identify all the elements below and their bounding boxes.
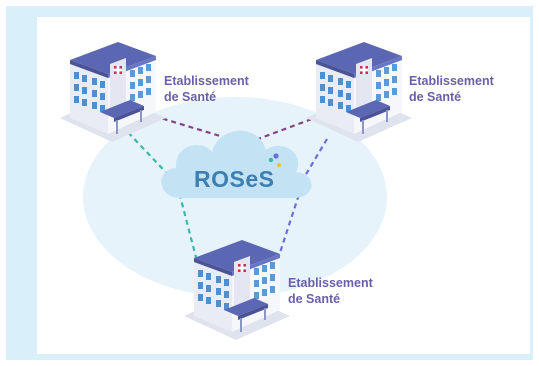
link-left-cloud — [153, 114, 231, 141]
node-label-top-left: Etablissement de Santé — [164, 73, 249, 105]
brand-label: ROSeS — [194, 166, 275, 192]
node-label-bottom: Etablissement de Santé — [288, 275, 373, 307]
link-right-cloud — [257, 114, 321, 141]
node-label-line1: Etablissement — [164, 74, 249, 88]
node-label-line2: de Santé — [409, 90, 462, 104]
link-left-bottom — [121, 125, 201, 270]
node-label-line2: de Santé — [288, 292, 341, 306]
node-label-line1: Etablissement — [409, 74, 494, 88]
node-label-line2: de Santé — [164, 90, 217, 104]
node-label-top-right: Etablissement de Santé — [409, 73, 494, 105]
links — [121, 114, 328, 270]
brand-dots-icon — [268, 153, 281, 167]
node-label-line1: Etablissement — [288, 276, 373, 290]
